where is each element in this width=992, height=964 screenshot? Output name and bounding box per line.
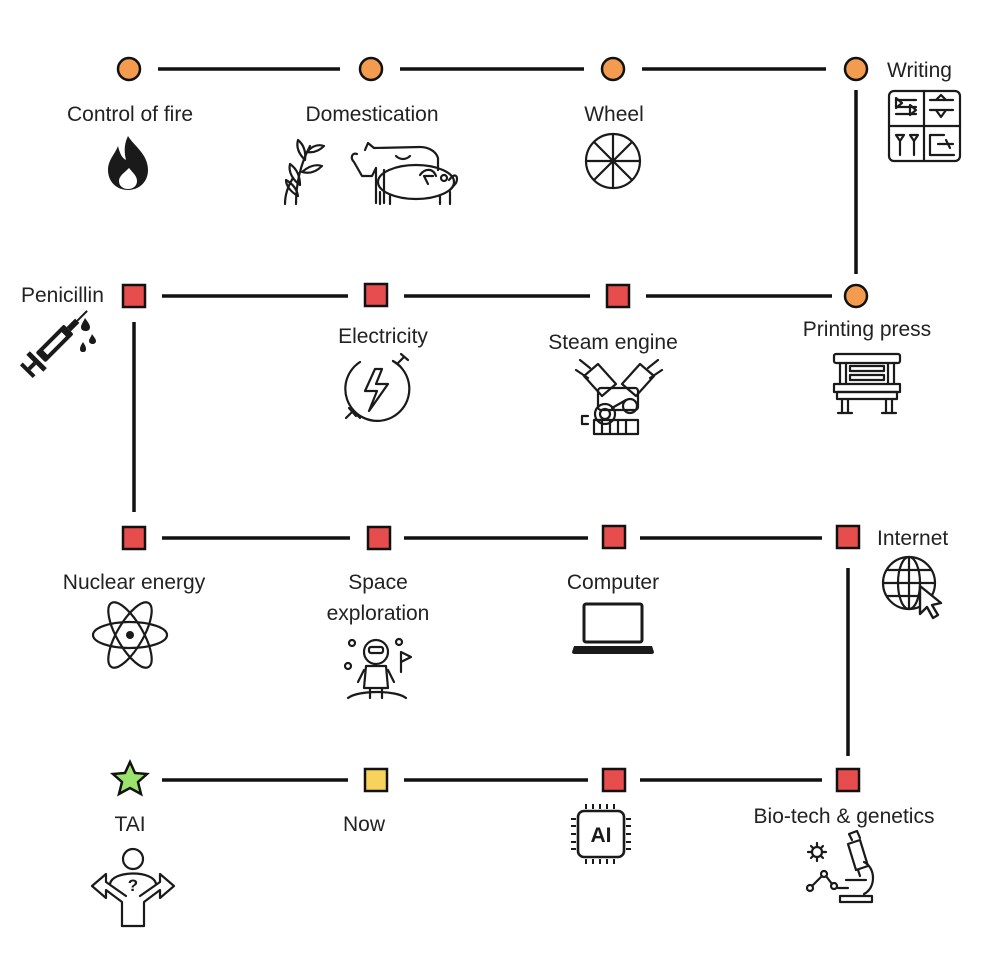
label-penicillin: Penicillin — [21, 284, 104, 307]
printing-press-icon — [832, 352, 902, 415]
ai-chip-label: AI — [591, 824, 612, 847]
atom-icon — [91, 601, 169, 669]
node-electricity — [363, 282, 389, 308]
label-steam-engine: Steam engine — [548, 331, 678, 354]
label-wheel: Wheel — [584, 103, 644, 126]
node-space-exploration — [366, 525, 392, 551]
label-internet: Internet — [877, 527, 948, 550]
crossroads-person-icon: ? — [90, 847, 176, 928]
drops-icon — [80, 318, 96, 352]
steam-engine-icon — [574, 358, 664, 436]
node-nuclear-energy — [121, 525, 147, 551]
node-steam-engine — [605, 283, 631, 309]
node-tai-star — [109, 758, 151, 797]
astronaut-icon — [343, 637, 413, 700]
label-domestication: Domestication — [305, 103, 438, 126]
node-fire — [116, 56, 142, 82]
label-electricity: Electricity — [338, 325, 428, 348]
label-now: Now — [343, 813, 386, 836]
node-domestication — [358, 56, 384, 82]
node-writing — [843, 56, 869, 82]
node-computer — [601, 524, 627, 550]
label-nuclear-energy: Nuclear energy — [63, 571, 206, 594]
ai-chip-icon: AI — [571, 804, 631, 864]
globe-cursor-icon — [881, 555, 943, 620]
domestication-icon — [283, 138, 459, 206]
microscope-icon — [805, 829, 875, 904]
node-biotech — [835, 767, 861, 793]
label-control-of-fire: Control of fire — [67, 103, 193, 126]
label-printing-press: Printing press — [803, 318, 931, 341]
label-space-line2: exploration — [327, 602, 430, 625]
node-penicillin — [121, 283, 147, 309]
question-mark-text: ? — [128, 876, 138, 895]
label-space-line1: Space — [348, 571, 408, 594]
syringe-icon — [19, 310, 88, 379]
node-printing-press — [843, 283, 869, 309]
label-writing: Writing — [887, 59, 952, 82]
wheel-icon — [584, 132, 642, 190]
label-computer: Computer — [567, 571, 659, 594]
writing-icon — [887, 89, 962, 163]
node-internet — [835, 524, 861, 550]
timeline-nodes — [109, 56, 869, 797]
label-tai: TAI — [114, 813, 145, 836]
node-ai — [601, 767, 627, 793]
timeline-labels: Control of fire Domestication Wheel Writ… — [21, 59, 952, 836]
fire-icon — [108, 136, 148, 190]
label-biotech-genetics: Bio-tech & genetics — [754, 805, 935, 828]
node-wheel — [600, 56, 626, 82]
node-now — [363, 767, 389, 793]
timeline-connectors — [132, 67, 858, 782]
laptop-icon — [572, 602, 654, 654]
electricity-icon — [344, 352, 411, 422]
